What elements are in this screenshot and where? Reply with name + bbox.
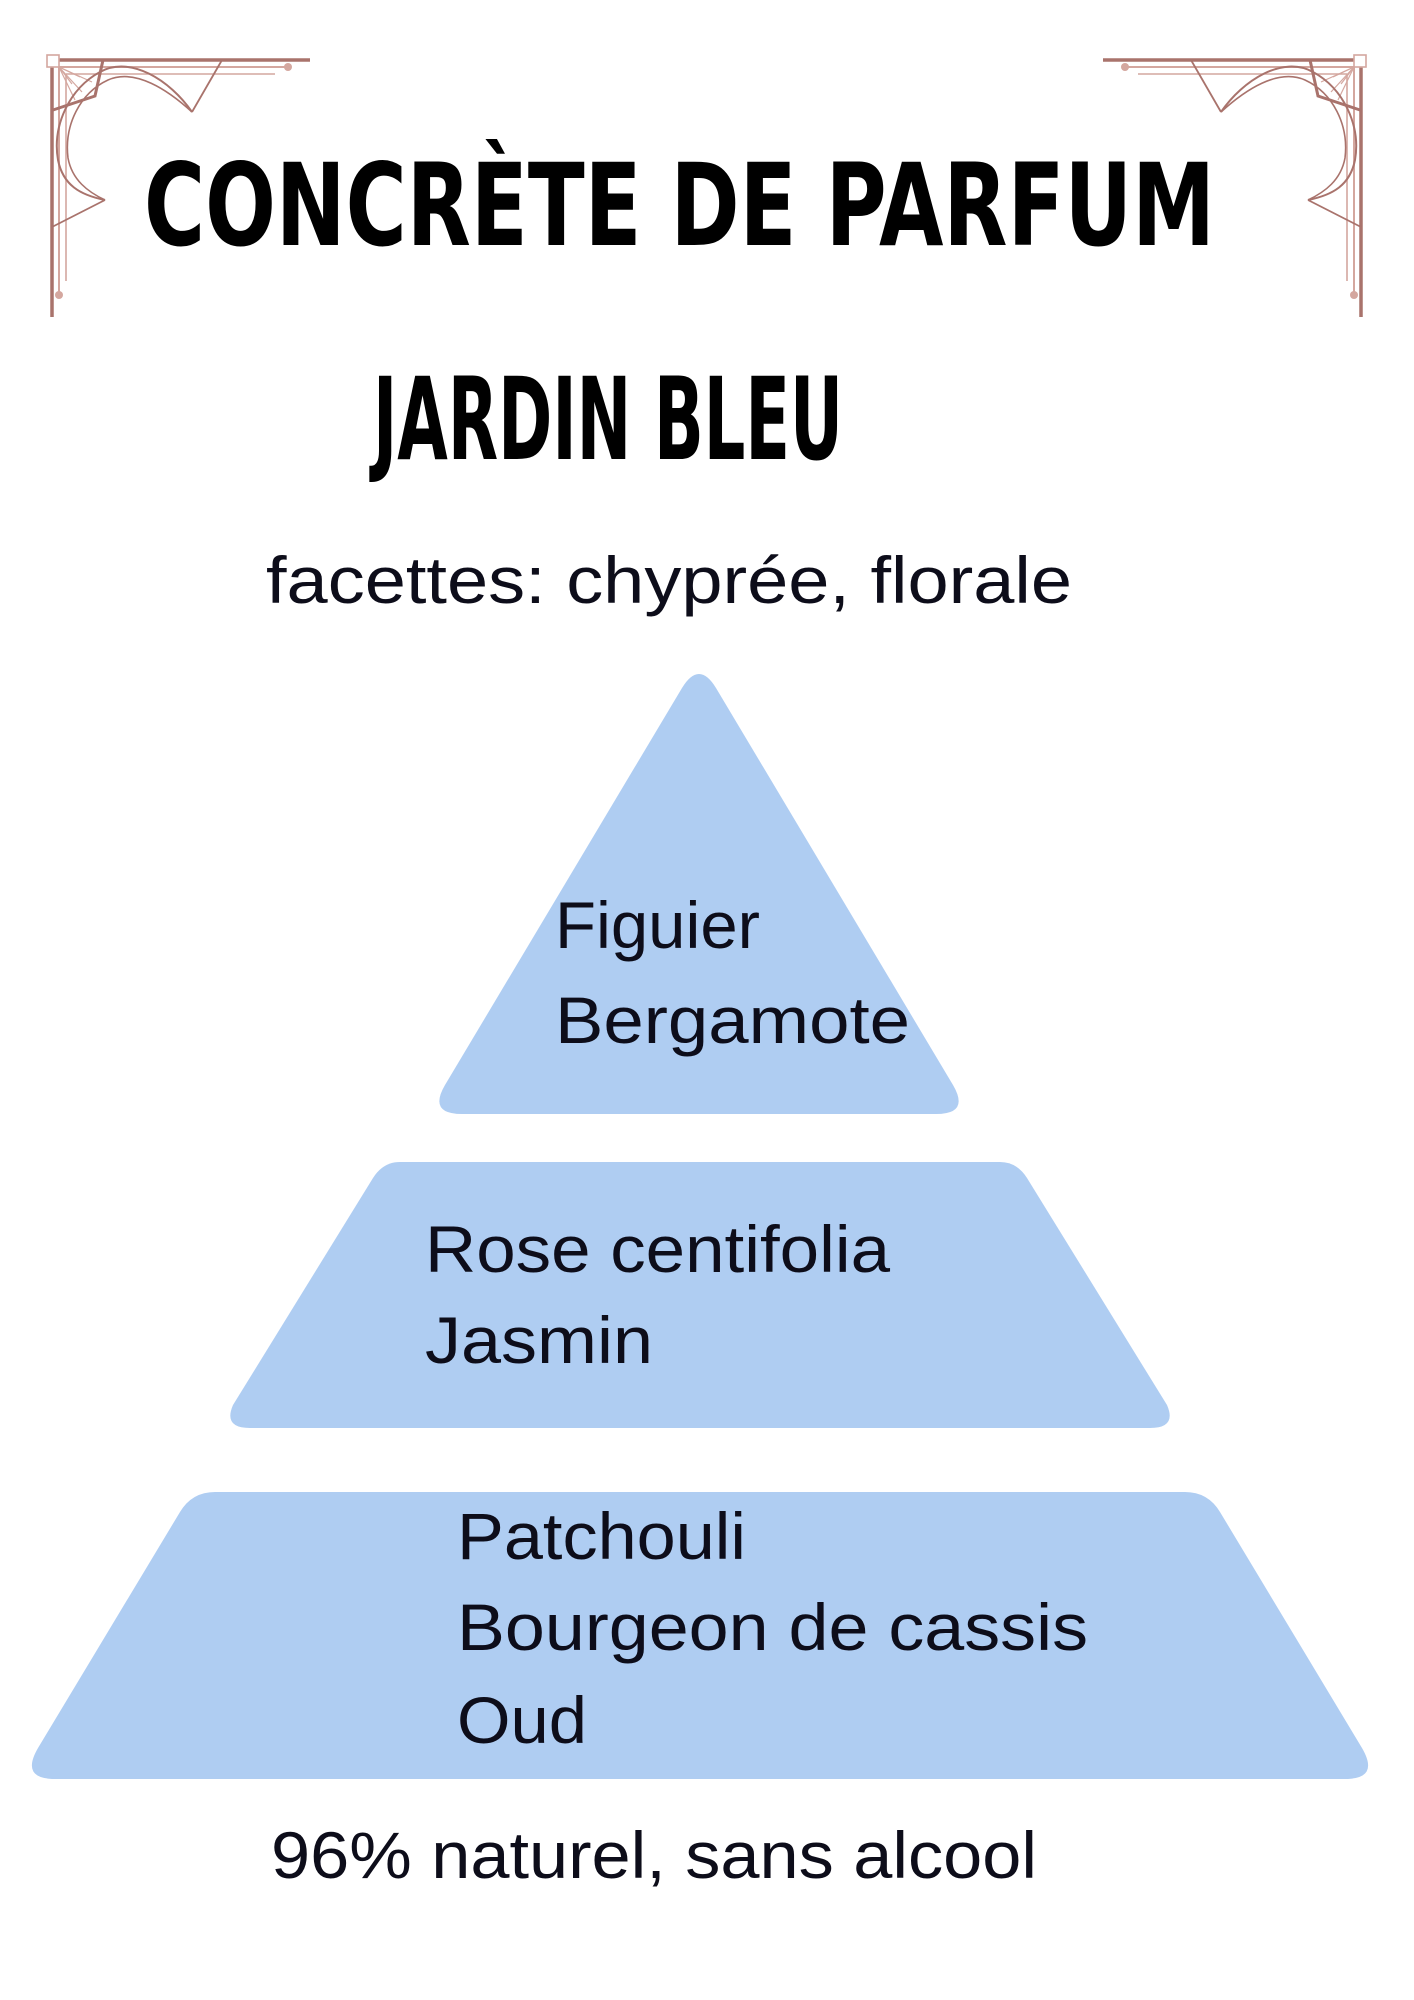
corner-ornament-left-icon [46, 54, 310, 317]
product-name: JARDIN BLEU [369, 353, 843, 486]
pyramid-middle-tier [230, 1162, 1170, 1428]
top-note: Bergamote [555, 983, 910, 1057]
facets-line: facettes: chyprée, florale [266, 543, 1072, 617]
poster-title: CONCRÈTE DE PARFUM [144, 139, 1215, 272]
composition-footer: 96% naturel, sans alcool [271, 1818, 1037, 1892]
base-note: Bourgeon de cassis [457, 1590, 1088, 1664]
top-note: Figuier [555, 888, 760, 962]
base-note: Oud [457, 1683, 587, 1757]
pyramid-base-tier [31, 1492, 1369, 1779]
base-note: Patchouli [457, 1499, 746, 1573]
corner-ornament-right-icon [1103, 54, 1367, 317]
heart-note: Jasmin [425, 1303, 653, 1377]
pyramid-top-tier [439, 674, 959, 1114]
heart-note: Rose centifolia [425, 1212, 890, 1286]
